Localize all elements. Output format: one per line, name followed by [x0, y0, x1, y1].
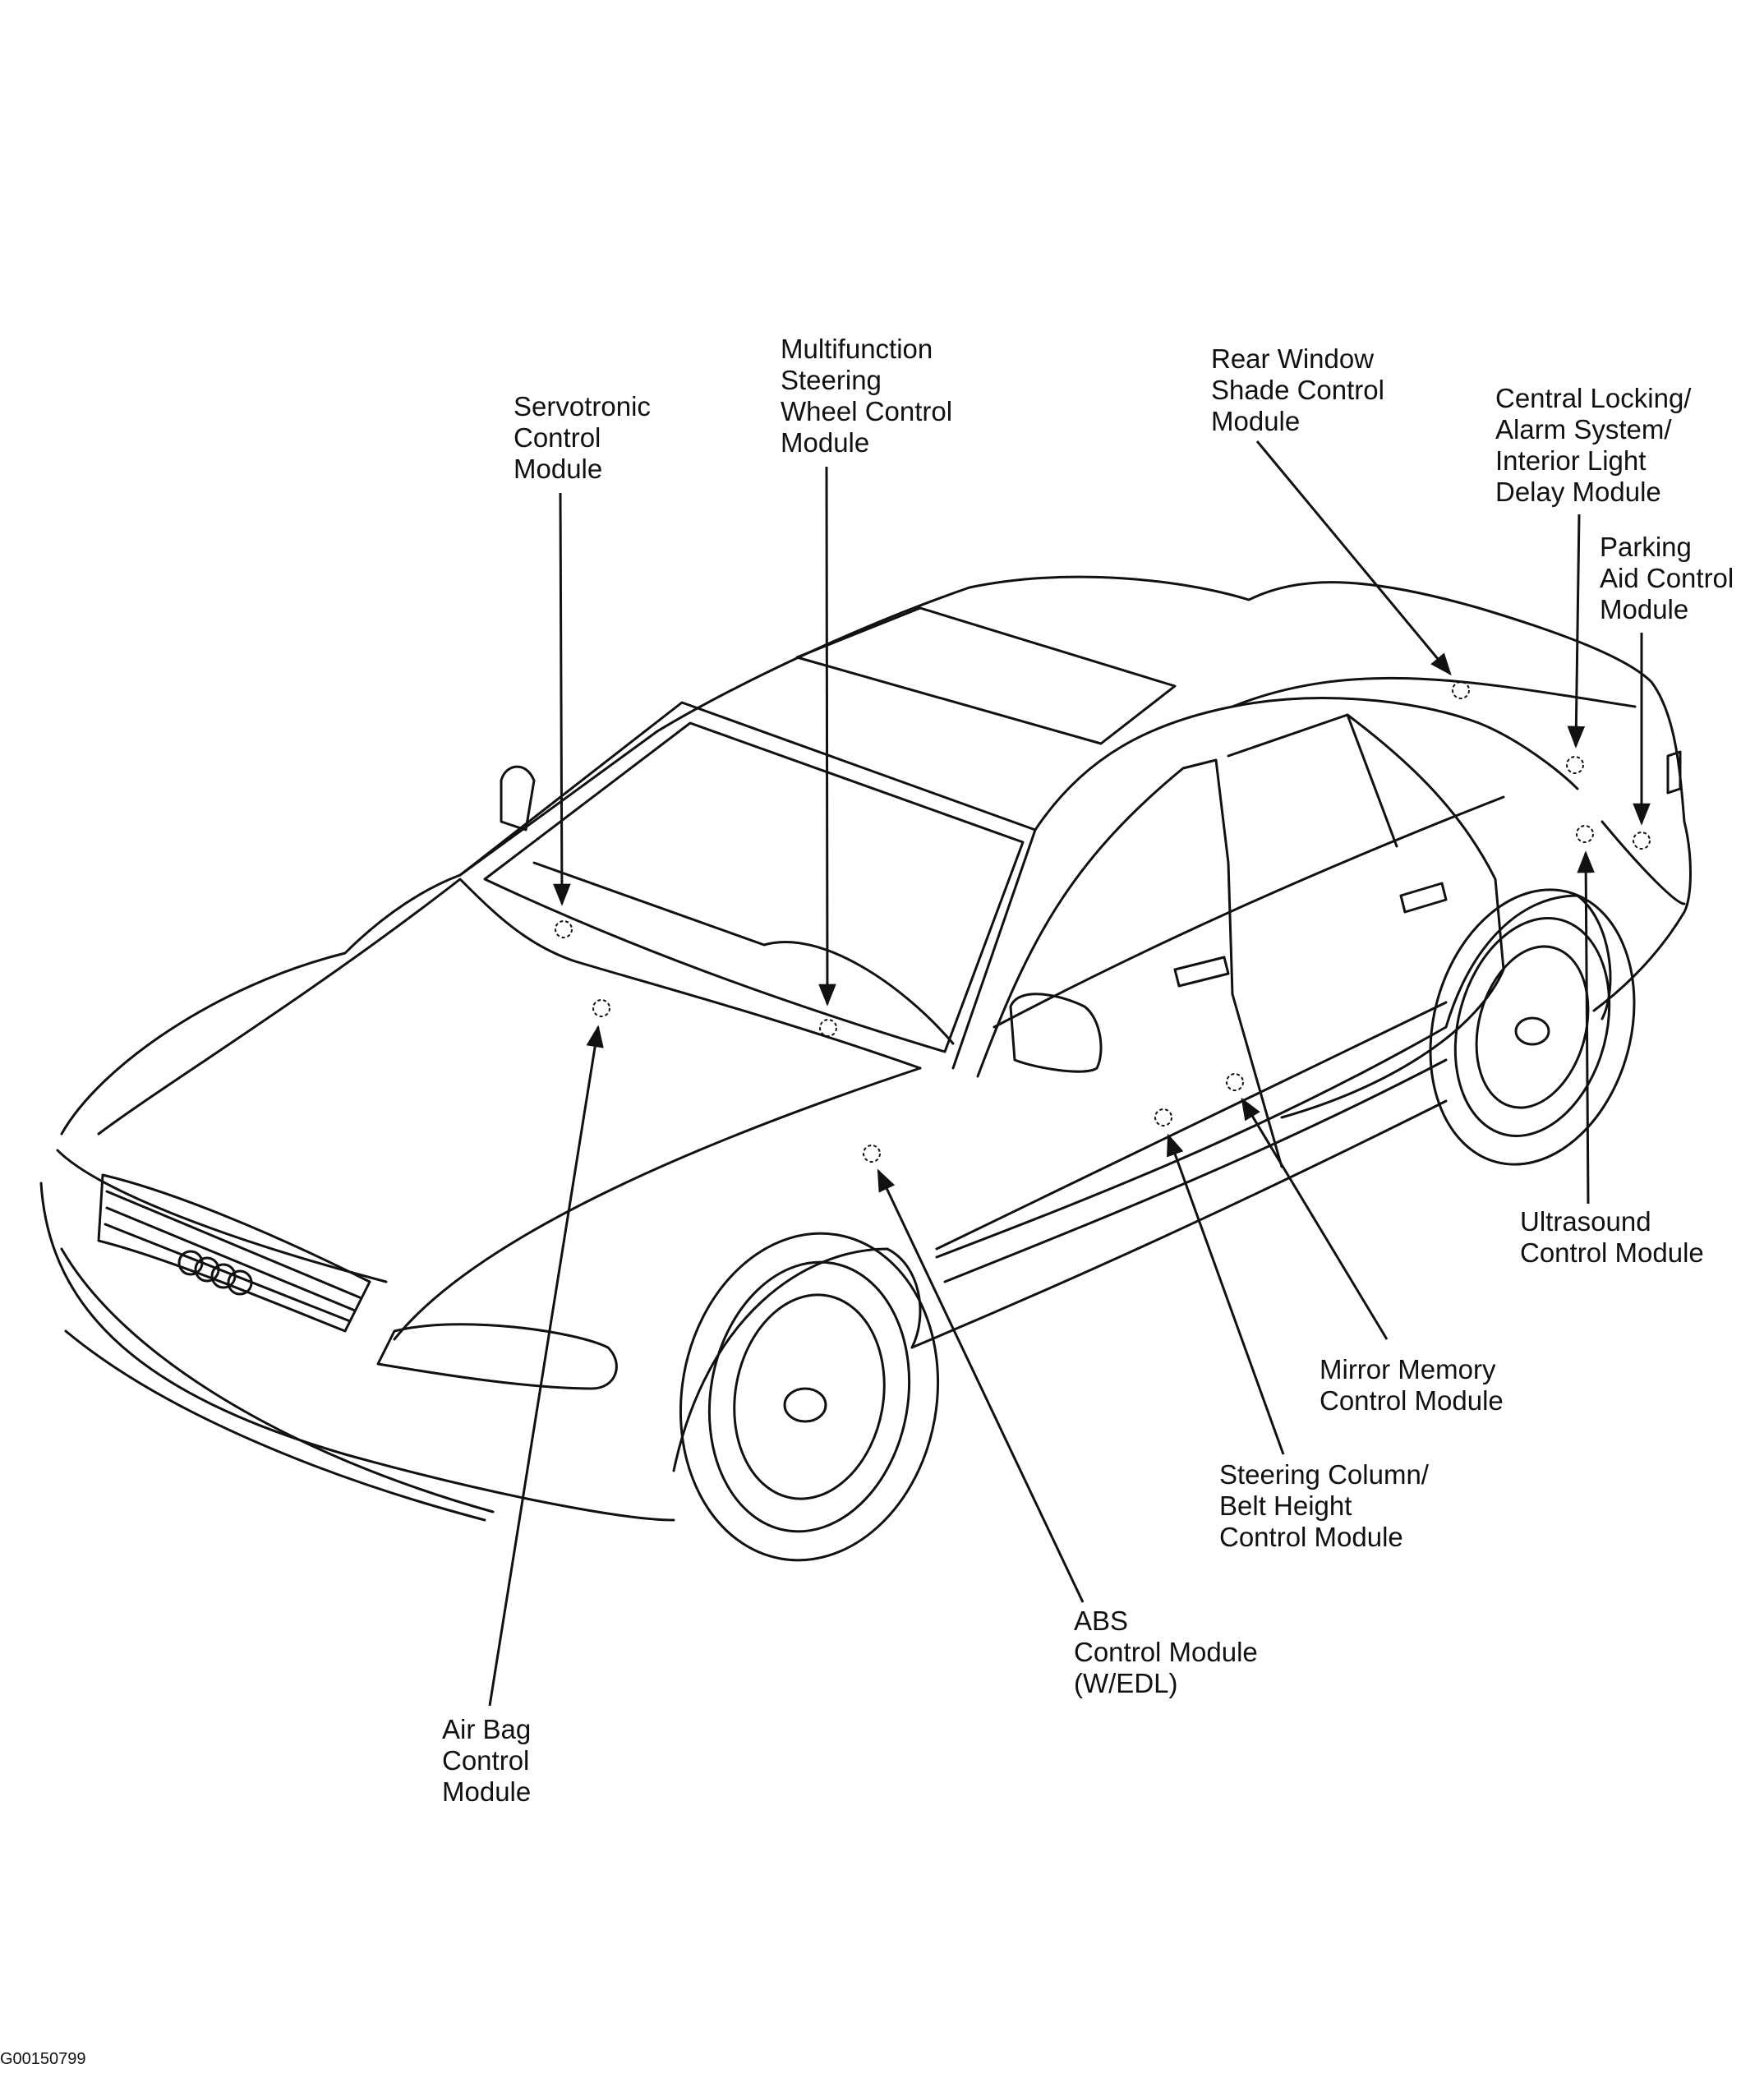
label-line: Control: [442, 1745, 530, 1776]
label-line: Module: [1600, 594, 1689, 624]
label-steering-column: Steering Column/ Belt Height Control Mod…: [1219, 1459, 1429, 1553]
marker-steering-column: [1154, 1108, 1172, 1126]
leader-lines: [488, 440, 1651, 1707]
label-line: Steering: [781, 365, 882, 395]
label-line: Control Module: [1520, 1237, 1704, 1268]
label-line: Alarm System/: [1495, 414, 1672, 445]
label-line: Servotronic: [514, 391, 651, 422]
marker-parking-aid: [1633, 832, 1651, 850]
label-line: ABS: [1074, 1606, 1129, 1636]
marker-abs: [863, 1145, 881, 1163]
leader-ultrasound: [1577, 850, 1595, 1205]
label-rear-window-shade: Rear Window Shade Control Module: [1211, 343, 1384, 437]
marker-air-bag: [592, 999, 610, 1017]
marker-mirror-memory: [1226, 1073, 1244, 1091]
label-line: (W/EDL): [1074, 1668, 1178, 1698]
label-line: Ultrasound: [1520, 1206, 1651, 1237]
label-line: Module: [1211, 406, 1301, 436]
label-line: Central Locking/: [1495, 383, 1692, 413]
label-multifunction: Multifunction Steering Wheel Control Mod…: [781, 334, 952, 458]
label-line: Belt Height: [1219, 1490, 1352, 1521]
label-servotronic: Servotronic Control Module: [514, 391, 651, 485]
label-line: Module: [781, 427, 870, 458]
label-line: Interior Light: [1495, 445, 1647, 476]
label-line: Aid Control: [1600, 563, 1734, 593]
label-line: Control Module: [1219, 1522, 1403, 1552]
leader-steering-column: [1167, 1133, 1285, 1455]
label-line: Multifunction: [781, 334, 933, 364]
label-line: Module: [442, 1776, 532, 1807]
label-line: Steering Column/: [1219, 1459, 1429, 1490]
marker-multifunction: [819, 1019, 837, 1037]
leader-mirror-memory: [1241, 1097, 1389, 1340]
marker-servotronic: [555, 920, 573, 938]
label-line: Shade Control: [1211, 375, 1384, 405]
label-line: Rear Window: [1211, 343, 1375, 374]
label-line: Air Bag: [442, 1714, 532, 1744]
label-ultrasound: Ultrasound Control Module: [1520, 1206, 1704, 1269]
label-line: Parking: [1600, 532, 1692, 562]
label-line: Delay Module: [1495, 477, 1661, 507]
marker-ultrasound: [1576, 825, 1594, 843]
label-line: Mirror Memory: [1320, 1354, 1496, 1384]
leader-central-locking: [1567, 514, 1586, 749]
figure-id: G00150799: [0, 2050, 86, 2068]
label-air-bag: Air Bag Control Module: [442, 1714, 531, 1808]
label-parking-aid: Parking Aid Control Module: [1600, 532, 1734, 625]
leader-rear-window-shade: [1255, 440, 1452, 676]
audi-rings-logo: [177, 1250, 253, 1296]
leader-abs: [877, 1168, 1085, 1603]
label-line: Control Module: [1320, 1385, 1504, 1416]
label-line: Module: [514, 454, 603, 484]
rear-wheel: [1429, 888, 1636, 1166]
marker-rear-window-shade: [1452, 681, 1470, 699]
label-line: Control: [514, 422, 601, 453]
leader-air-bag: [488, 1025, 604, 1707]
marker-central-locking: [1566, 756, 1584, 774]
label-line: Control Module: [1074, 1637, 1258, 1667]
label-mirror-memory: Mirror Memory Control Module: [1320, 1354, 1504, 1417]
label-central-locking: Central Locking/ Alarm System/ Interior …: [1495, 383, 1691, 508]
label-line: Wheel Control: [781, 396, 953, 426]
module-location-markers: [555, 681, 1651, 1163]
car-body-outline: [39, 575, 1692, 1522]
front-wheel: [679, 1232, 940, 1562]
leader-servotronic: [553, 492, 571, 906]
label-abs: ABS Control Module (W/EDL): [1074, 1606, 1258, 1699]
